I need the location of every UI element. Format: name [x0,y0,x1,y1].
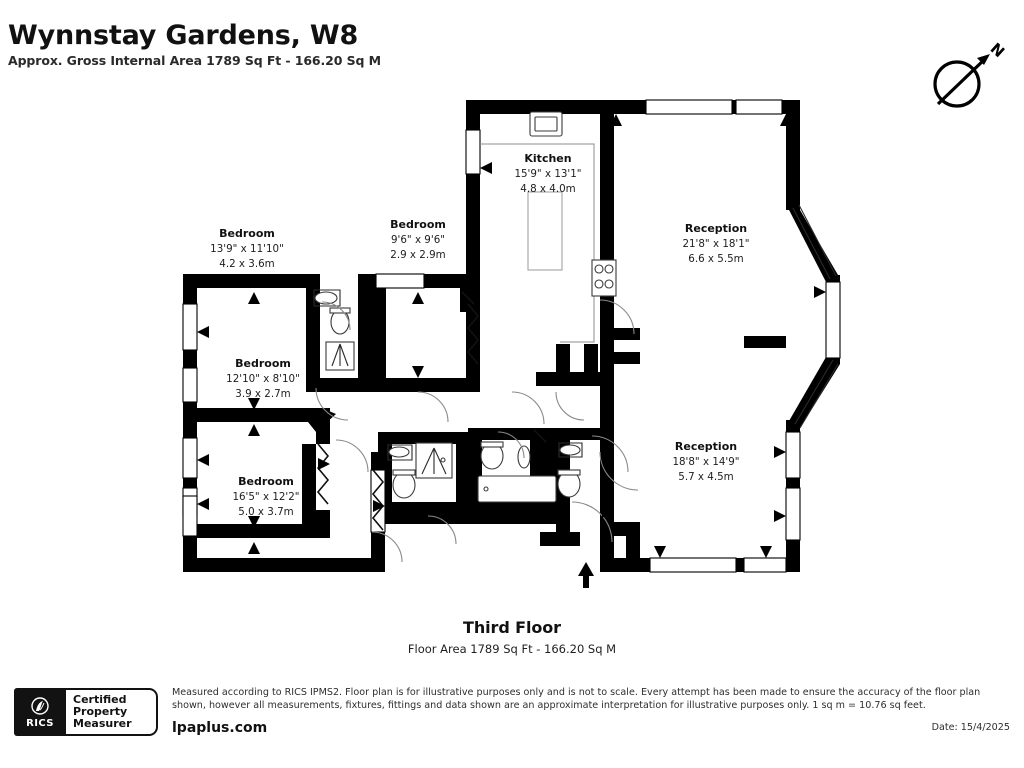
room-label-reception-1: Reception 21'8" x 18'1" 6.6 x 5.5m [682,222,749,265]
rics-logo: RICS [14,688,66,736]
floorplan-drawing: Bedroom 13'9" x 11'10" 4.2 x 3.6m Bedroo… [0,92,1024,612]
room-dim-metric: 6.6 x 5.5m [688,253,743,265]
toilet-icon [330,309,350,335]
room-dim-imperial: 13'9" x 11'10" [210,243,284,255]
window [465,129,481,175]
bathroom-fixtures-center [477,441,557,503]
rics-wordmark: RICS [26,718,54,729]
plan-header: Wynnstay Gardens, W8 Approx. Gross Inter… [8,20,708,69]
room-dim-imperial: 21'8" x 18'1" [682,238,749,250]
room-name: Bedroom [238,475,294,488]
room-name: Reception [675,440,737,453]
room-label-reception-2: Reception 18'8" x 14'9" 5.7 x 4.5m [672,440,739,483]
rics-cert-text: Certified Property Measurer [66,688,158,736]
disclaimer-text: Measured according to RICS IPMS2. Floor … [172,687,981,712]
cert-line-2: Property [73,704,128,718]
sink-icon [388,446,410,458]
window [375,273,425,289]
windows [182,99,841,573]
page-footer: RICS Certified Property Measurer Measure… [0,684,1024,768]
room-dim-metric: 2.9 x 2.9m [390,249,445,261]
room-name: Kitchen [524,152,571,165]
toilet-cistern [557,469,581,476]
room-name: Bedroom [235,357,291,370]
room-label-bedroom-1: Bedroom 13'9" x 11'10" 4.2 x 3.6m [210,227,284,270]
bay-window-center [825,281,841,359]
window [785,487,801,541]
room-name: Bedroom [390,218,446,231]
page-title: Wynnstay Gardens, W8 [8,20,359,51]
window [735,99,783,115]
sink-basin [534,116,558,132]
compass-icon: N [924,38,1008,118]
room-label-bedroom-4: Bedroom 16'5" x 12'2" 5.0 x 3.7m [232,475,299,518]
window [182,495,198,537]
room-dim-imperial: 15'9" x 13'1" [514,168,581,180]
compass-arrowhead [977,54,990,65]
room-dim-metric: 3.9 x 2.7m [235,388,290,400]
floor-area: Floor Area 1789 Sq Ft - 166.20 Sq M [407,642,617,656]
compass-north-label: N [987,39,1008,61]
window [743,557,787,573]
kitchen-fixtures [480,111,617,343]
rics-certified-badge: RICS Certified Property Measurer [14,688,158,736]
room-dim-metric: 4.2 x 3.6m [219,258,274,270]
room-name: Bedroom [219,227,275,240]
rics-emblem-icon [31,697,49,715]
window [182,437,198,479]
floor-name: Third Floor [463,618,561,637]
room-dim-metric: 5.7 x 4.5m [678,471,733,483]
toilet-cistern [480,441,504,448]
window [785,431,801,479]
bath-icon [477,475,557,503]
bathroom-fixtures-left [387,442,453,499]
room-dim-metric: 4.8 x 4.0m [520,183,575,195]
view-arrows [197,114,826,588]
room-dim-imperial: 9'6" x 9'6" [391,234,445,246]
room-labels: Bedroom 13'9" x 11'10" 4.2 x 3.6m Bedroo… [210,152,749,518]
bathroom-fixtures-right [557,442,583,498]
toilet-icon [392,471,416,499]
window [182,303,198,351]
floor-caption: Third Floor Floor Area 1789 Sq Ft - 166.… [0,618,1024,656]
compass-needle [936,56,988,106]
room-label-kitchen: Kitchen 15'9" x 13'1" 4.8 x 4.0m [514,152,581,195]
hob-icon [591,259,617,297]
cert-line-1: Certified [73,692,127,706]
page-subtitle: Approx. Gross Internal Area 1789 Sq Ft -… [8,53,381,69]
room-dim-imperial: 12'10" x 8'10" [226,373,300,385]
cert-line-3: Measurer [73,717,132,731]
doors [315,291,639,563]
room-dim-imperial: 16'5" x 12'2" [232,491,299,503]
compass-circle [933,60,981,108]
ensuite-fixtures [313,289,355,371]
window [645,99,733,115]
room-dim-imperial: 18'8" x 14'9" [672,456,739,468]
sink-icon [314,291,338,305]
kitchen-island [527,191,563,271]
bay-window-upper [792,204,837,280]
room-label-bedroom-2: Bedroom 9'6" x 9'6" 2.9 x 2.9m [390,218,446,261]
room-dim-metric: 5.0 x 3.7m [238,506,293,518]
footer-date: Date: 15/4/2025 [931,722,1010,733]
website-link[interactable]: lpaplus.com [172,720,268,736]
room-label-bedroom-3: Bedroom 12'10" x 8'10" 3.9 x 2.7m [226,357,300,400]
window [182,367,198,403]
window [649,557,737,573]
toilet-cistern [392,469,416,476]
bay-window-lower [794,359,839,429]
room-name: Reception [685,222,747,235]
entrance-arrow [578,562,594,588]
sink-icon [559,444,581,456]
